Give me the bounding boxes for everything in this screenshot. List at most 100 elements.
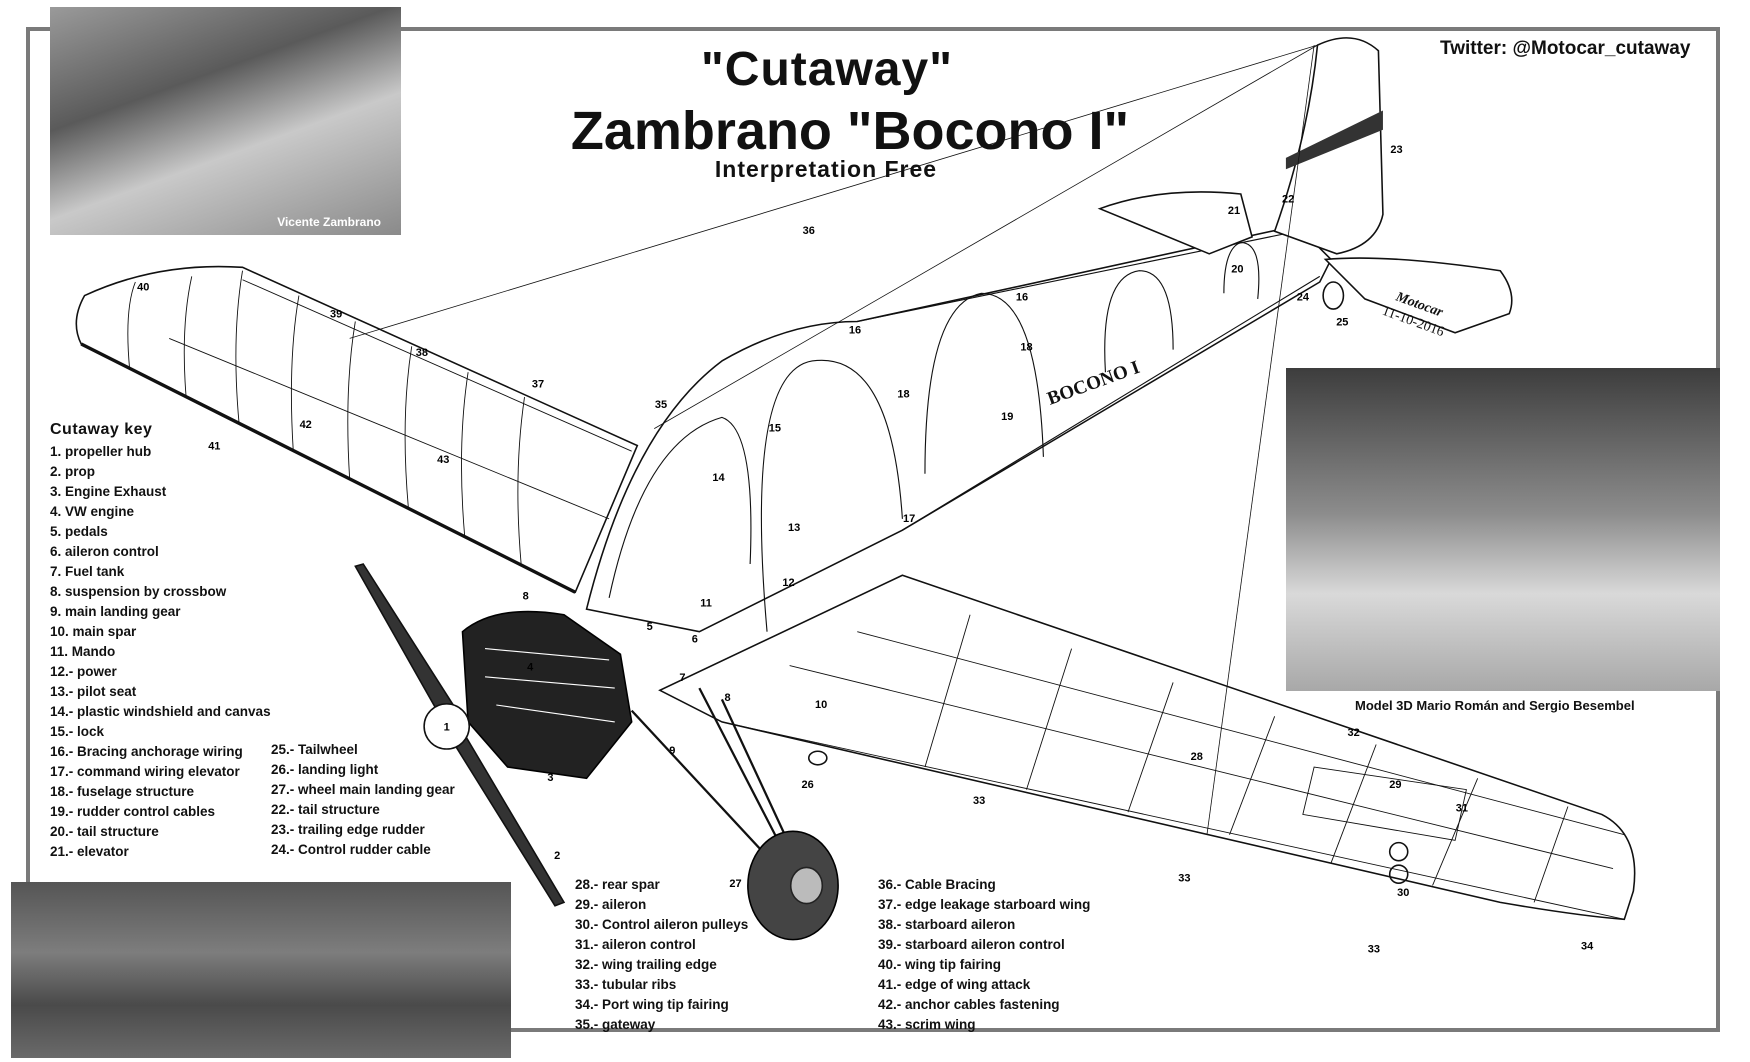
- key-item: 11. Mando: [50, 644, 116, 659]
- propeller-hub: [423, 703, 471, 750]
- callout-number: 8: [523, 591, 529, 603]
- callout-number: 19: [1001, 411, 1013, 423]
- key-item: 21.- elevator: [50, 844, 129, 859]
- starboard-wing-ribs: [127, 270, 632, 565]
- callout-number: 22: [1282, 194, 1294, 206]
- callout-number: 40: [137, 282, 149, 294]
- port-wing-ribs: [721, 614, 1625, 920]
- key-item: 28.- rear spar: [575, 877, 660, 892]
- callout-number: 16: [849, 324, 861, 336]
- cutaway-key-col3: 28.- rear spar 29.- aileron 30.- Control a…: [575, 875, 748, 1035]
- callout-number: 42: [300, 419, 312, 431]
- callout-number: 15: [769, 423, 781, 435]
- callout-number: 27: [729, 878, 741, 890]
- key-item: 8. suspension by crossbow: [50, 584, 227, 599]
- callout-number: 36: [803, 225, 815, 237]
- main-wheel-hub: [789, 866, 824, 905]
- key-item: 31.- aileron control: [575, 937, 696, 952]
- callout-number: 23: [1390, 144, 1402, 156]
- callout-number: 28: [1191, 751, 1203, 763]
- callout-number: 18: [897, 389, 909, 401]
- starboard-wing-leading-edge: [80, 342, 577, 594]
- key-item: 20.- tail structure: [50, 824, 159, 839]
- key-item: 42.- anchor cables fastening: [878, 997, 1060, 1012]
- callout-number: 38: [416, 347, 428, 359]
- photo-caption: Vicente Zambrano: [277, 215, 381, 229]
- callout-number: 18: [1020, 341, 1032, 353]
- key-item: 22.- tail structure: [271, 802, 380, 817]
- callout-number: 16: [1016, 292, 1028, 304]
- callout-number: 41: [208, 441, 220, 453]
- key-item: 34.- Port wing tip fairing: [575, 997, 729, 1012]
- key-item: 4. VW engine: [50, 504, 135, 519]
- key-item: 14.- plastic windshield and canvas: [50, 704, 271, 719]
- callout-number: 35: [655, 399, 667, 411]
- callout-number: 5: [647, 621, 653, 633]
- key-item: 9. main landing gear: [50, 604, 181, 619]
- elevator-left: [1097, 191, 1254, 255]
- callout-number: 9: [669, 745, 675, 757]
- key-item: 3. Engine Exhaust: [50, 484, 167, 499]
- tailwheel: [1322, 281, 1345, 310]
- callout-number: 39: [330, 309, 342, 321]
- render-3d-model: [1286, 368, 1720, 691]
- key-item: 17.- command wiring elevator: [50, 764, 240, 779]
- callout-number: 29: [1389, 779, 1401, 791]
- key-item: 6. aileron control: [50, 544, 159, 559]
- callout-number: 4: [527, 662, 534, 674]
- key-item: 41.- edge of wing attack: [878, 977, 1031, 992]
- port-wing: [658, 574, 1636, 921]
- render-caption: Model 3D Mario Román and Sergio Besembel: [1355, 698, 1635, 713]
- key-item: 24.- Control rudder cable: [271, 842, 431, 857]
- callout-number: 13: [788, 522, 800, 534]
- callout-number: 32: [1347, 727, 1359, 739]
- key-item: 29.- aileron: [575, 897, 647, 912]
- key-item: 26.- landing light: [271, 762, 379, 777]
- propeller-blade-upper: [354, 563, 458, 721]
- key-item: 39.- starboard aileron control: [878, 937, 1065, 952]
- key-item: 18.- fuselage structure: [50, 784, 195, 799]
- title-cutaway: "Cutaway": [701, 43, 953, 96]
- key-item: 43.- scrim wing: [878, 1017, 976, 1032]
- key-item: 2. prop: [50, 464, 96, 479]
- starboard-wing: [75, 265, 639, 594]
- tail-flag-stripe: [1285, 110, 1383, 170]
- callout-number: 2: [554, 850, 560, 862]
- callout-number: 21: [1228, 205, 1240, 217]
- callout-number: 1: [444, 721, 450, 733]
- key-item: 33.- tubular ribs: [575, 977, 677, 992]
- key-item: 30.- Control aileron pulleys: [575, 917, 749, 932]
- cutaway-key-title: Cutaway key: [50, 421, 153, 438]
- key-item: 40.- wing tip fairing: [878, 957, 1002, 972]
- callout-number: 34: [1581, 940, 1594, 952]
- key-item: 13.- pilot seat: [50, 684, 137, 699]
- callout-number: 3: [547, 772, 553, 784]
- key-item: 23.- trailing edge rudder: [271, 822, 425, 837]
- callout-number: 24: [1297, 292, 1310, 304]
- callout-number: 37: [532, 379, 544, 391]
- callout-number: 30: [1397, 887, 1409, 899]
- bracing-cables: [349, 44, 1318, 835]
- key-item: 10. main spar: [50, 624, 137, 639]
- title-subtitle: Interpretation Free: [714, 156, 938, 182]
- callout-number: 7: [679, 672, 685, 684]
- key-item: 36.- Cable Bracing: [878, 877, 996, 892]
- callout-number: 25: [1336, 316, 1348, 328]
- aileron-pulley: [1388, 864, 1409, 885]
- callout-number: 10: [815, 699, 827, 711]
- engine: [461, 610, 633, 780]
- key-item: 35.- gateway: [575, 1017, 656, 1032]
- engine-cylinder-fins: [484, 648, 615, 723]
- elevator-right: [1323, 257, 1513, 334]
- callout-number: 33: [973, 795, 985, 807]
- callout-number: 8: [724, 692, 730, 704]
- title-aircraft-name: Zambrano "Bocono I": [570, 101, 1130, 161]
- key-item: 38.- starboard aileron: [878, 917, 1016, 932]
- photo-aircraft-ground: [11, 882, 511, 1058]
- callout-number: 14: [712, 472, 725, 484]
- fuselage: [585, 224, 1333, 633]
